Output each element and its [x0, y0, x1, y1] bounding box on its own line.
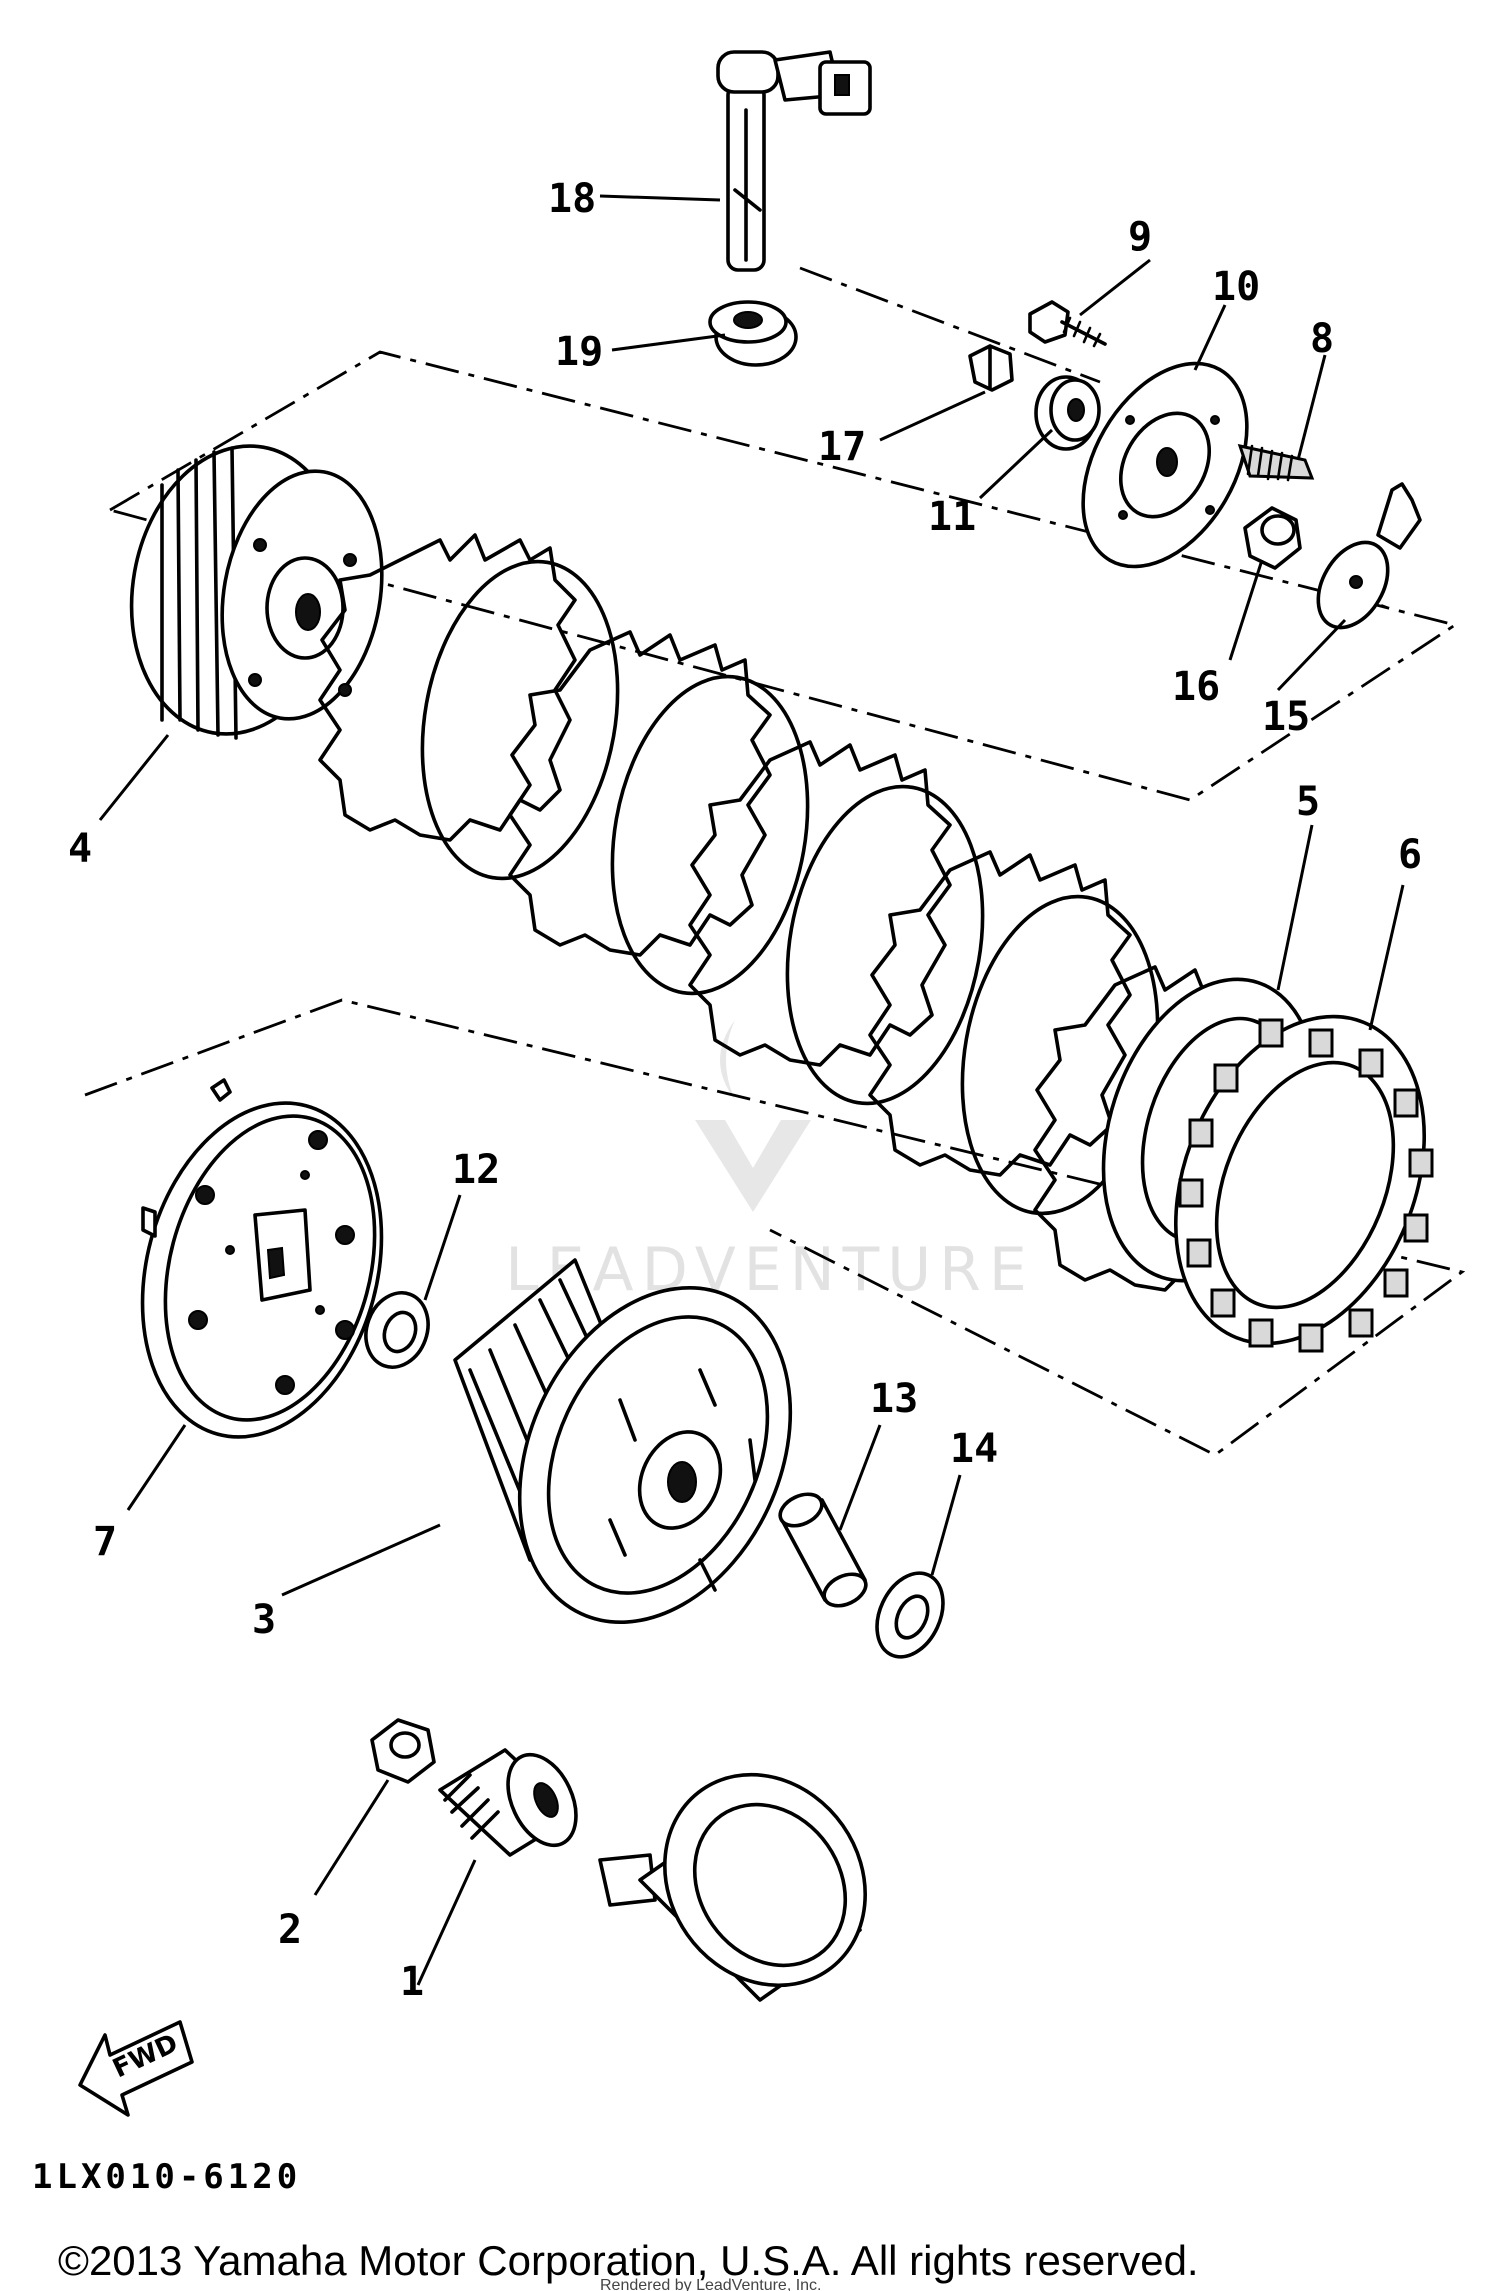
part-3-clutch-housing[interactable]: [453, 1244, 842, 1667]
part-9-bolt[interactable]: [1028, 300, 1107, 348]
part-4-clutch-boss[interactable]: [109, 429, 400, 751]
callout-9: 9: [1128, 214, 1152, 260]
part-14-thrust-washer[interactable]: [864, 1562, 956, 1667]
part-15-lock-washer[interactable]: [1304, 482, 1422, 640]
callout-19: 19: [555, 329, 603, 375]
callout-17: 17: [818, 424, 866, 470]
callout-16: 16: [1172, 664, 1220, 710]
watermark-v-icon: [695, 1120, 811, 1212]
crankshaft: [598, 1772, 867, 2002]
part-1-primary-drive-gear[interactable]: [438, 1744, 589, 1857]
assembly-outline-upper: [106, 350, 1459, 802]
callout-4: 4: [68, 826, 92, 872]
callout-12: 12: [452, 1147, 500, 1193]
part-8-clutch-spring[interactable]: [1237, 443, 1315, 482]
part-18-push-lever-shaft[interactable]: [716, 50, 872, 272]
pushrod-axis: [799, 266, 1101, 384]
leader-lines: [98, 194, 1405, 1986]
diagram-code: 1LX010-6120: [32, 2157, 301, 2197]
part-7-pressure-plate[interactable]: [107, 1076, 417, 1464]
watermark-text: LEADVENTURE: [505, 1235, 1035, 1305]
fwd-arrow-icon: [78, 2020, 194, 2117]
part-13-bushing[interactable]: [775, 1488, 871, 1612]
callout-10: 10: [1212, 264, 1260, 310]
callout-14: 14: [950, 1426, 998, 1472]
part-17-adjusting-screw[interactable]: [968, 344, 1014, 392]
callout-7: 7: [93, 1519, 117, 1565]
part-11-bearing[interactable]: [1034, 375, 1101, 451]
assembly-outline-lower: [84, 998, 1466, 1457]
callout-5: 5: [1296, 779, 1320, 825]
callout-8: 8: [1310, 316, 1334, 362]
callout-11: 11: [928, 494, 976, 540]
callout-1: 1: [400, 1959, 424, 2005]
part-6-friction-plate[interactable]: [1130, 979, 1471, 1380]
callout-3: 3: [252, 1597, 276, 1643]
watermark-logo: [695, 1020, 811, 1212]
rendered-by-text: Rendered by LeadVenture, Inc.: [600, 2277, 822, 2291]
part-2-nut[interactable]: [370, 1718, 436, 1784]
part-12-thrust-washer[interactable]: [356, 1284, 438, 1376]
callout-13: 13: [870, 1376, 918, 1422]
callout-6: 6: [1398, 832, 1422, 878]
callout-2: 2: [278, 1907, 302, 1953]
part-19-oil-seal[interactable]: [708, 300, 798, 367]
callout-15: 15: [1262, 694, 1310, 740]
copyright-text: ©2013 Yamaha Motor Corporation, U.S.A. A…: [58, 2237, 1199, 2284]
watermark-flame-icon: [720, 1020, 735, 1100]
part-10-pressure-plate[interactable]: [1049, 335, 1280, 596]
callout-18: 18: [548, 176, 596, 222]
part-16-nut[interactable]: [1243, 506, 1302, 570]
